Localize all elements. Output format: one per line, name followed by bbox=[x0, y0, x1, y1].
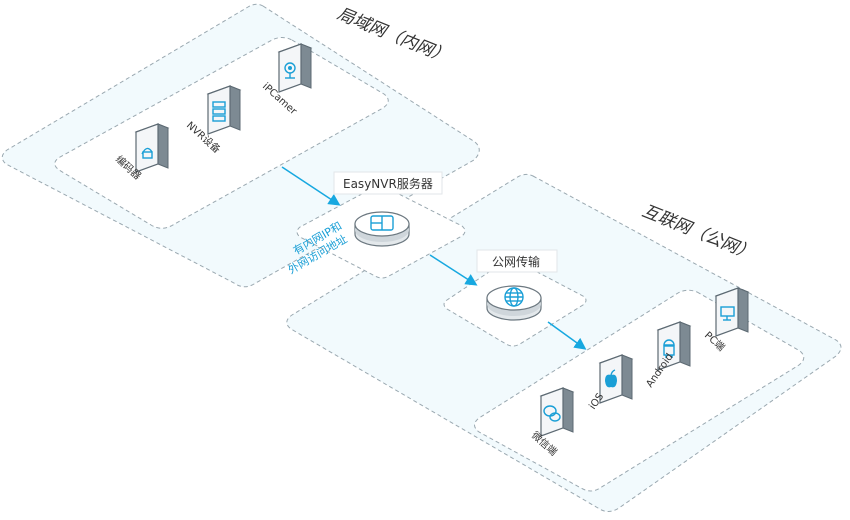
public-label: 公网传输 bbox=[492, 254, 540, 269]
globe-icon bbox=[504, 287, 524, 307]
ip-camera-icon bbox=[284, 62, 296, 79]
client-device-group bbox=[474, 289, 805, 492]
monitor-icon bbox=[720, 306, 735, 321]
encoder-icon bbox=[141, 147, 153, 159]
server-label: EasyNVR服务器 bbox=[343, 176, 433, 191]
server-node bbox=[354, 211, 410, 247]
lan-zone-title: 局域网（内网） bbox=[334, 4, 452, 67]
arrow-lan-to-server bbox=[281, 166, 341, 206]
internet-zone bbox=[286, 173, 842, 512]
apple-icon bbox=[605, 369, 617, 388]
nvr-icon bbox=[212, 101, 226, 122]
arrow-public-to-clients bbox=[547, 321, 587, 350]
wechat-device bbox=[539, 387, 575, 437]
pc-device bbox=[714, 287, 750, 337]
wechat-icon bbox=[543, 405, 561, 422]
encoder-device bbox=[134, 123, 170, 173]
android-device bbox=[656, 321, 692, 371]
public-node bbox=[486, 285, 542, 321]
nvr-device bbox=[206, 85, 242, 135]
public-label-box: 公网传输 bbox=[476, 249, 558, 273]
ip-camera-device bbox=[277, 43, 313, 93]
server-label-box: EasyNVR服务器 bbox=[333, 171, 443, 195]
ios-device bbox=[598, 354, 634, 404]
arrow-server-to-public bbox=[429, 254, 478, 286]
server-icon bbox=[370, 215, 394, 231]
android-icon bbox=[663, 339, 675, 358]
